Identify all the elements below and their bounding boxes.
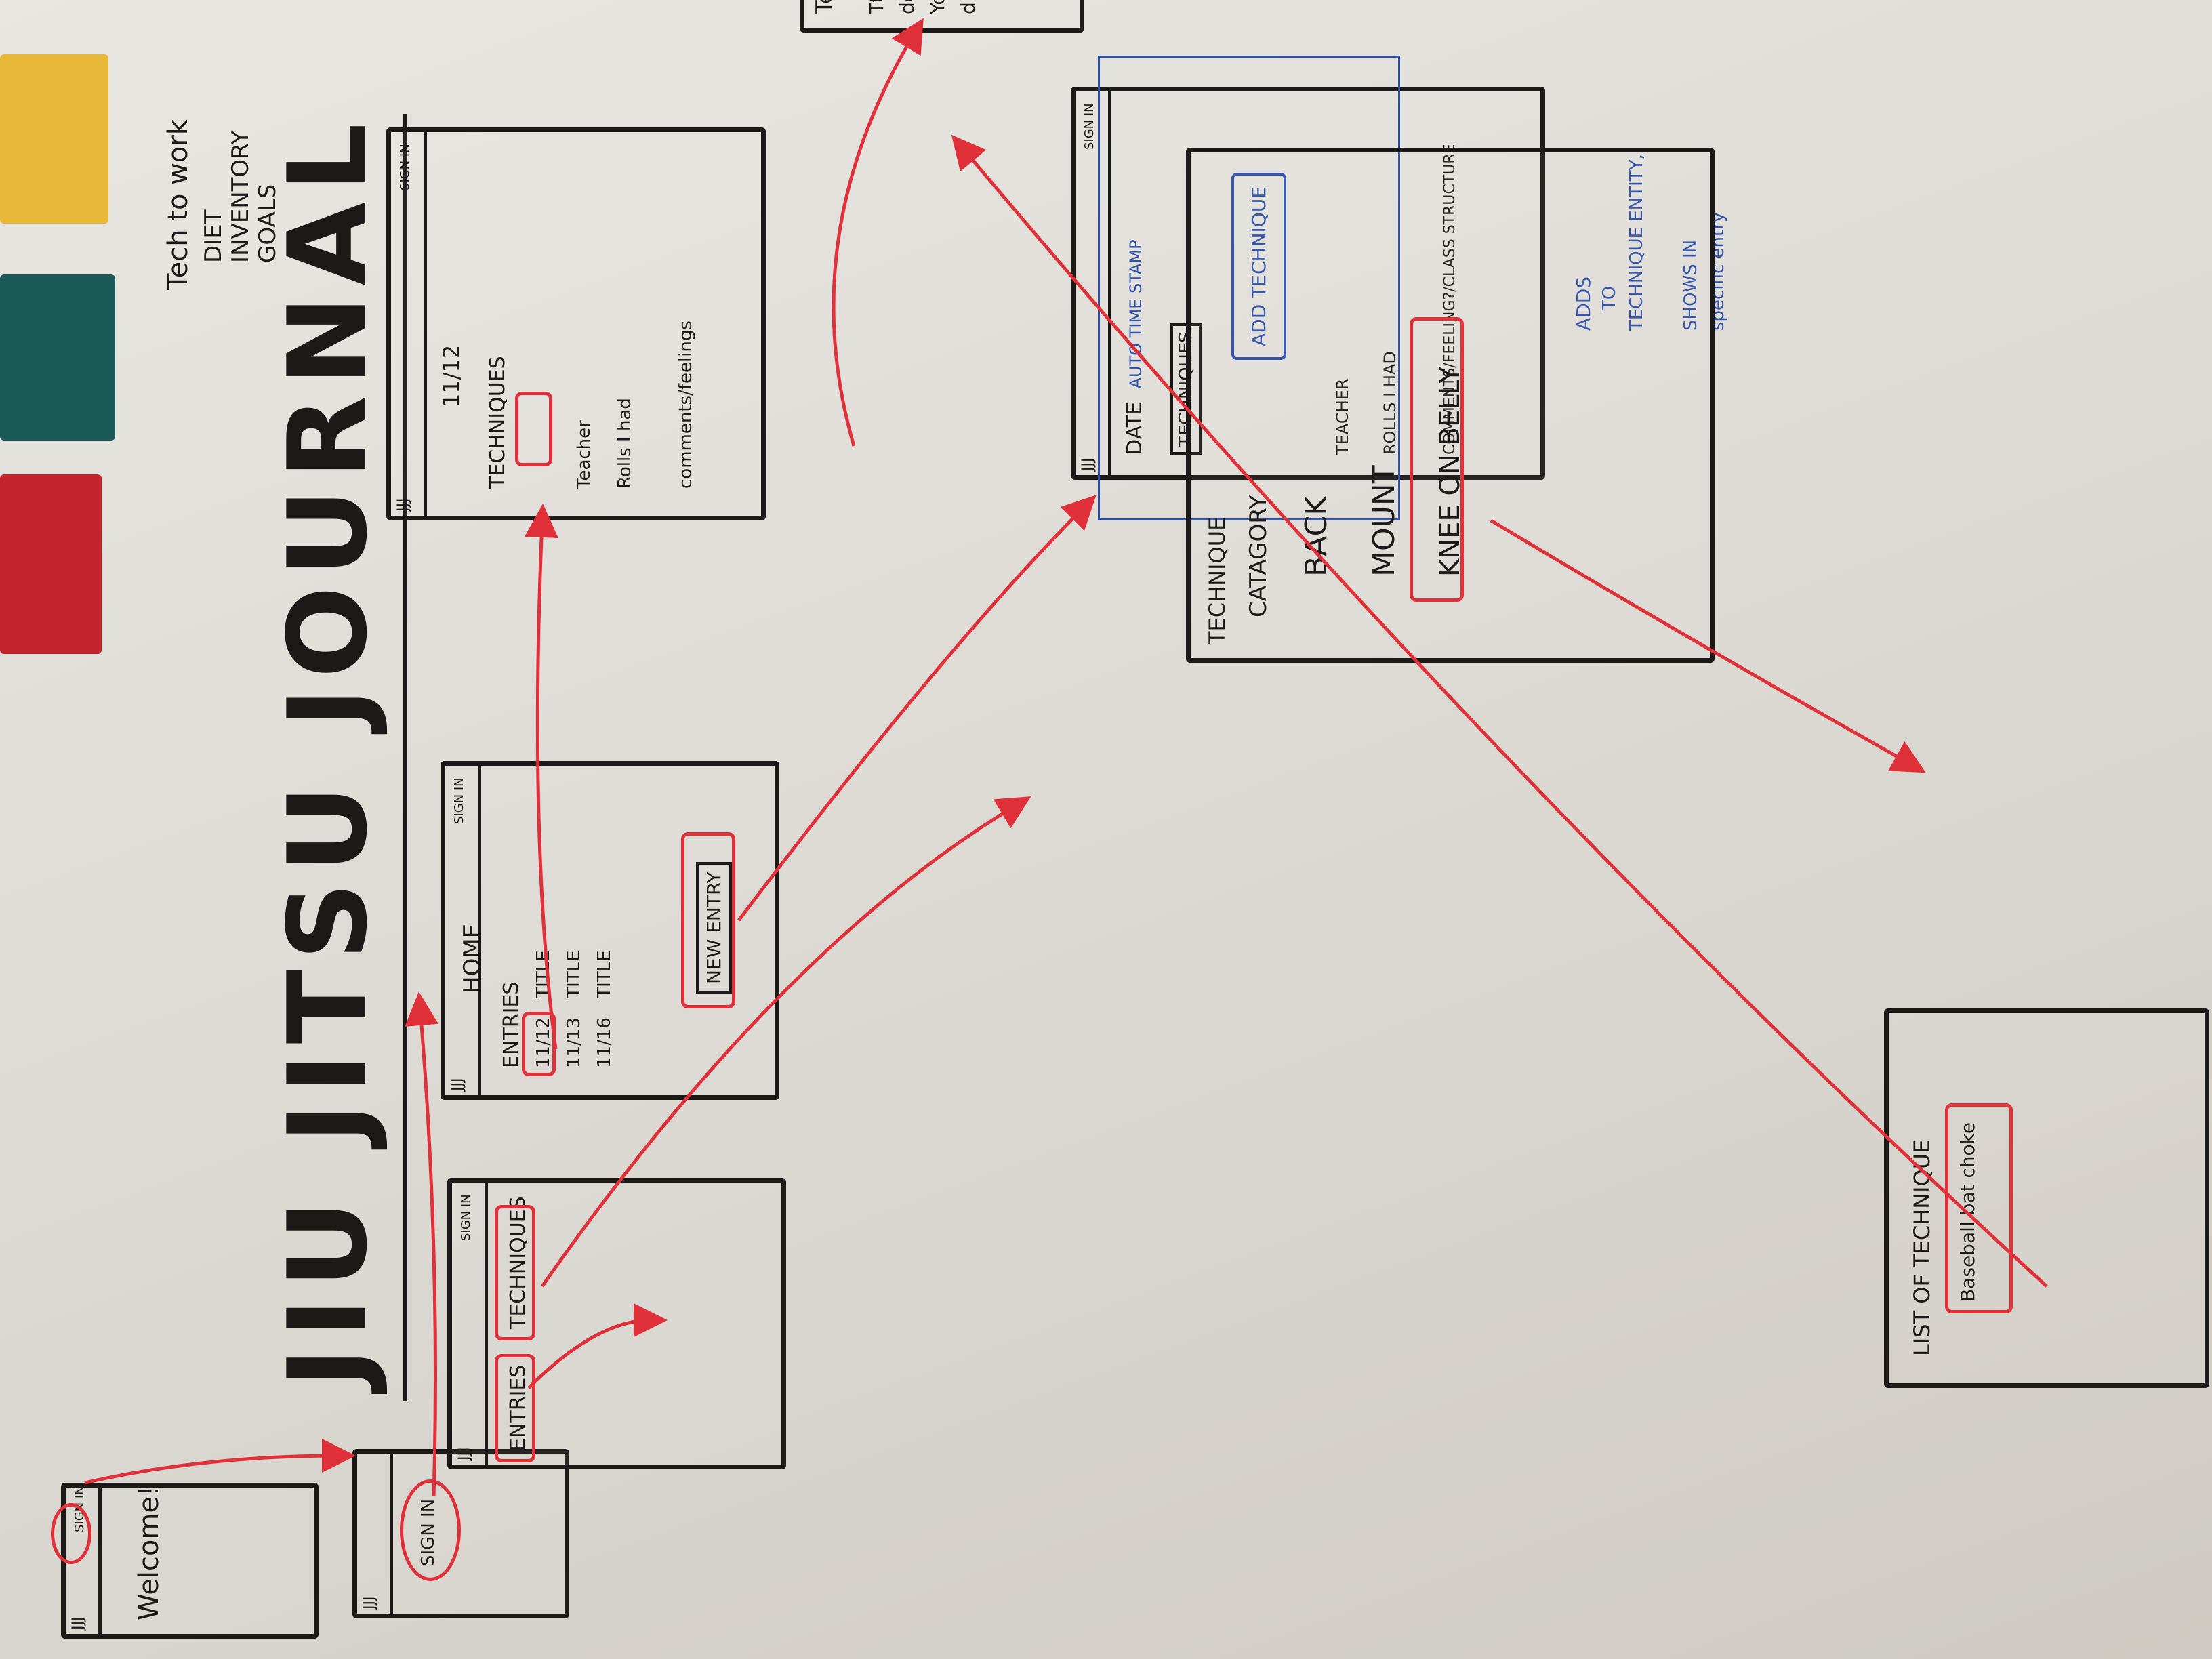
detail-line: You	[926, 0, 949, 14]
entry-title: TITLE	[564, 950, 584, 998]
page-title: JIU JITSU JOURNAL	[264, 113, 391, 1388]
list-title: LIST OF TECHNIQUE	[1909, 1139, 1935, 1356]
welcome-screen: JJJ SIGN IN Welcome!	[61, 1483, 319, 1639]
entry-date-highlight	[522, 1012, 556, 1076]
app-logo: JJJ	[456, 1447, 473, 1460]
detail-line: Tt	[865, 0, 888, 14]
new-entry-highlight	[681, 832, 735, 1008]
app-logo: JJJ	[361, 1596, 378, 1610]
category-item[interactable]: MOUNT	[1367, 465, 1401, 577]
detail-line: d	[957, 2, 979, 14]
sign-in-link[interactable]: SIGN IN	[452, 777, 466, 824]
techniques-field[interactable]: TECHNIQUES	[486, 356, 510, 489]
list-screen: LIST OF TECHNIQUE Baseball bat choke	[1884, 1008, 2209, 1388]
entry-row[interactable]: 11/13 TITLE	[564, 950, 584, 1068]
entry-title: TITLE	[594, 950, 615, 998]
app-logo: JJJ	[395, 498, 412, 512]
yellow-notebook	[0, 54, 108, 224]
welcome-text: Welcome!	[134, 1485, 165, 1620]
side-note-line: INVENTORY	[227, 130, 254, 263]
technique-title: TECHNIQUE	[1204, 516, 1230, 644]
arrow-entry-to-detail	[832, 18, 924, 447]
entry-screen: JJJ SIGN IN 11/12 TECHNIQUES Teacher Rol…	[386, 127, 766, 520]
technique-item-highlight	[515, 392, 552, 466]
arrow-welcome-to-signin	[84, 1439, 356, 1485]
comments-field: comments/feelings	[676, 321, 696, 489]
sign-in-link[interactable]: SIGN IN	[459, 1194, 473, 1241]
techniques-highlight	[495, 1205, 535, 1340]
side-note-line: GOALS	[254, 184, 281, 263]
signin-screen: JJJ SIGN IN	[352, 1449, 569, 1618]
rolls-field: Rolls I had	[615, 398, 635, 489]
home-title: HOME	[459, 923, 486, 994]
side-note-heading: Tech to work	[163, 119, 194, 290]
entries-label: ENTRIES	[499, 981, 523, 1068]
entry-date: 11/16	[594, 1017, 615, 1068]
entry-row[interactable]: 11/16 TITLE	[594, 950, 615, 1068]
knee-on-belly-highlight	[1410, 317, 1464, 602]
entry-date: 11/12	[438, 344, 464, 407]
arrow-signin-to-menu	[405, 991, 438, 1497]
red-notebook	[0, 474, 102, 654]
detail-line: des	[896, 0, 918, 14]
teacher-field: Teacher	[574, 420, 594, 489]
sign-in-link[interactable]: SIGN IN	[398, 144, 412, 190]
sign-in-button-highlight	[400, 1479, 461, 1581]
list-item-highlight	[1945, 1103, 2013, 1313]
teal-notebook	[0, 274, 115, 441]
sign-in-link[interactable]: SIGN IN	[1082, 103, 1097, 150]
app-logo: JJJ	[70, 1616, 87, 1630]
signin-header	[357, 1454, 393, 1614]
side-note-line: DIET	[200, 209, 227, 263]
detail-title: Tech	[811, 0, 838, 14]
app-logo: JJJ	[449, 1078, 466, 1091]
sign-in-highlight	[51, 1503, 91, 1564]
app-logo: JJJ	[1080, 457, 1097, 471]
category-item[interactable]: BACK	[1299, 495, 1334, 577]
technique-detail-screen: Tech Tt des You d	[800, 0, 1084, 33]
entries-highlight	[495, 1354, 535, 1462]
arrow-newentry-to-form	[737, 495, 1097, 922]
category-label: CATAGORY	[1245, 495, 1272, 617]
entry-title: TITLE	[533, 950, 554, 998]
entry-date: 11/13	[564, 1017, 584, 1068]
